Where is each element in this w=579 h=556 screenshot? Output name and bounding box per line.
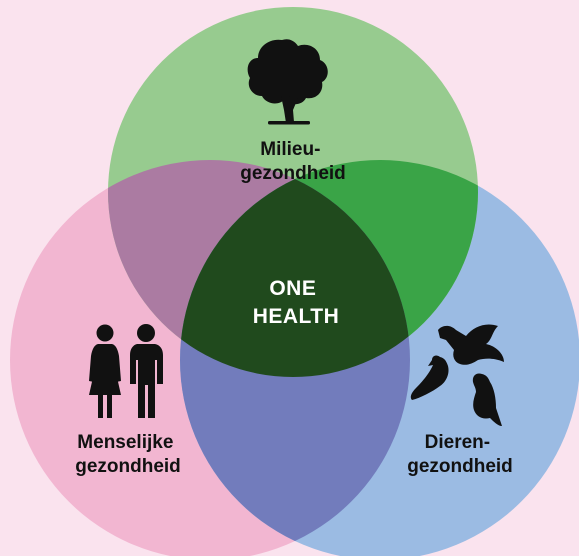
svg-text:Milieu- gezondheid: Milieu- gezondheid <box>240 139 346 184</box>
one-health-label-line2: HEALTH <box>253 305 340 328</box>
svg-text:ONE HEALTH: ONE HEALTH <box>253 277 340 328</box>
human-health-label-line2: gezondheid <box>75 456 181 477</box>
animal-health-label-line2: gezondheid <box>407 456 513 477</box>
human-health-label-line1: Menselijke <box>77 432 173 453</box>
svg-text:Menselijke gezondheid: Menselijke gezondheid <box>75 432 181 477</box>
animal-health-label-line1: Dieren- <box>425 432 490 453</box>
environmental-health-label-line1: Milieu- <box>260 139 320 160</box>
people-icon <box>89 324 163 418</box>
one-health-label-line1: ONE <box>269 277 316 300</box>
svg-text:Dieren- gezondheid: Dieren- gezondheid <box>407 432 513 477</box>
birds-icon <box>410 324 504 426</box>
tree-icon <box>247 39 328 125</box>
environmental-health-label-line2: gezondheid <box>240 163 346 184</box>
